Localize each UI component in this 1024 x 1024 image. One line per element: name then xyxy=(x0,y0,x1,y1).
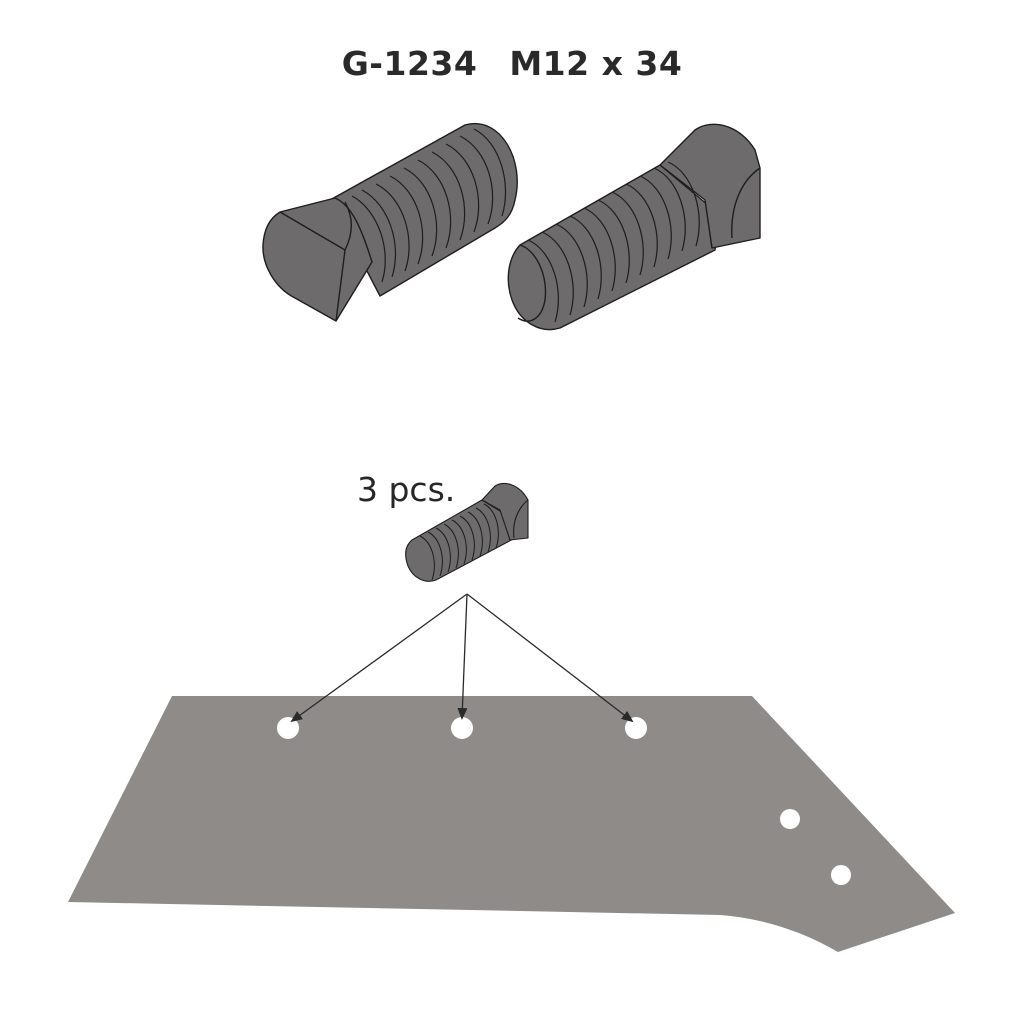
bolt-view-right xyxy=(507,123,761,331)
bolt-view-left xyxy=(262,122,518,322)
bolt-size: M12 x 34 xyxy=(509,44,683,83)
extra-hole-1 xyxy=(780,809,800,829)
page-title: G-1234 M12 x 34 xyxy=(0,44,1024,83)
arrow-to-hole-1 xyxy=(290,593,468,723)
bolt-small-quantity xyxy=(405,482,529,582)
mounting-hole-1 xyxy=(277,717,299,739)
mounting-hole-3 xyxy=(625,717,647,739)
arrow-to-hole-2 xyxy=(457,593,468,720)
placement-arrows xyxy=(290,593,634,723)
extra-hole-2 xyxy=(831,865,851,885)
plough-share-plate xyxy=(68,696,955,952)
arrow-to-hole-3 xyxy=(466,593,634,723)
part-number: G-1234 xyxy=(341,44,478,83)
quantity-label: 3 pcs. xyxy=(357,470,456,509)
mounting-hole-2 xyxy=(451,717,473,739)
